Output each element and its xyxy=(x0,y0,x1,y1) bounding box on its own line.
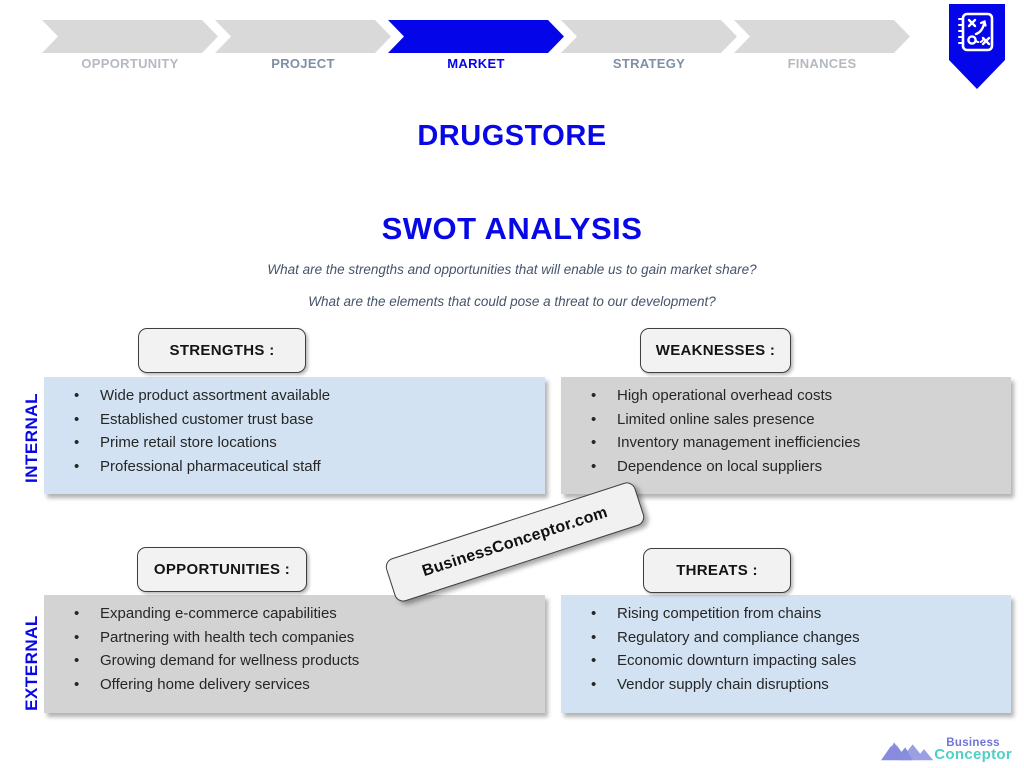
page-subtitle: SWOT ANALYSIS xyxy=(381,211,643,246)
strategy-badge xyxy=(948,4,1006,90)
logo-text: Business Conceptor xyxy=(934,736,1012,764)
list-item: Vendor supply chain disruptions xyxy=(561,673,1011,697)
strengths-list: Wide product assortment available Establ… xyxy=(44,377,545,478)
row-label-external: EXTERNAL xyxy=(22,615,41,711)
list-item: Partnering with health tech companies xyxy=(44,626,545,650)
weaknesses-list: High operational overhead costs Limited … xyxy=(561,377,1011,478)
brand-logo: Business Conceptor xyxy=(878,736,1012,764)
list-item: Dependence on local suppliers xyxy=(561,455,1011,479)
chevron-finances[interactable] xyxy=(734,20,910,53)
threats-list: Rising competition from chains Regulator… xyxy=(561,595,1011,696)
opportunities-list: Expanding e-commerce capabilities Partne… xyxy=(44,595,545,696)
logo-conceptor: Conceptor xyxy=(934,746,1012,764)
list-item: Rising competition from chains xyxy=(561,602,1011,626)
question-1: What are the strengths and opportunities… xyxy=(267,262,757,277)
row-label-internal: INTERNAL xyxy=(22,393,41,483)
strengths-header: STRENGTHS : xyxy=(138,328,306,373)
list-item: Professional pharmaceutical staff xyxy=(44,455,545,479)
list-item: Offering home delivery services xyxy=(44,673,545,697)
strategy-playbook-icon xyxy=(949,4,1005,89)
step-label-strategy[interactable]: STRATEGY xyxy=(612,56,686,71)
list-item: High operational overhead costs xyxy=(561,384,1011,408)
chevron-opportunity[interactable] xyxy=(42,20,218,53)
chevron-project[interactable] xyxy=(215,20,391,53)
weaknesses-panel: High operational overhead costs Limited … xyxy=(561,377,1011,494)
question-2: What are the elements that could pose a … xyxy=(308,294,716,309)
mountains-icon xyxy=(881,740,934,761)
chevron-market[interactable] xyxy=(388,20,564,53)
step-label-finances[interactable]: FINANCES xyxy=(787,56,857,71)
logo-business: Business xyxy=(946,736,1000,749)
step-label-project[interactable]: PROJECT xyxy=(271,56,335,71)
list-item: Prime retail store locations xyxy=(44,431,545,455)
opportunities-panel: Expanding e-commerce capabilities Partne… xyxy=(44,595,545,713)
list-item: Limited online sales presence xyxy=(561,408,1011,432)
chevron-strategy[interactable] xyxy=(561,20,737,53)
page-title: DRUGSTORE xyxy=(417,120,607,152)
step-label-opportunity[interactable]: OPPORTUNITY xyxy=(81,56,179,71)
list-item: Economic downturn impacting sales xyxy=(561,649,1011,673)
list-item: Growing demand for wellness products xyxy=(44,649,545,673)
list-item: Established customer trust base xyxy=(44,408,545,432)
list-item: Inventory management inefficiencies xyxy=(561,431,1011,455)
opportunities-header: OPPORTUNITIES : xyxy=(137,547,307,592)
watermark-text: BusinessConceptor.com xyxy=(420,503,610,580)
step-label-market[interactable]: MARKET xyxy=(447,56,505,71)
weaknesses-header: WEAKNESSES : xyxy=(640,328,791,373)
strengths-panel: Wide product assortment available Establ… xyxy=(44,377,545,494)
list-item: Wide product assortment available xyxy=(44,384,545,408)
list-item: Regulatory and compliance changes xyxy=(561,626,1011,650)
list-item: Expanding e-commerce capabilities xyxy=(44,602,545,626)
watermark: BusinessConceptor.com xyxy=(383,480,647,604)
threats-panel: Rising competition from chains Regulator… xyxy=(561,595,1011,713)
threats-header: THREATS : xyxy=(643,548,791,593)
